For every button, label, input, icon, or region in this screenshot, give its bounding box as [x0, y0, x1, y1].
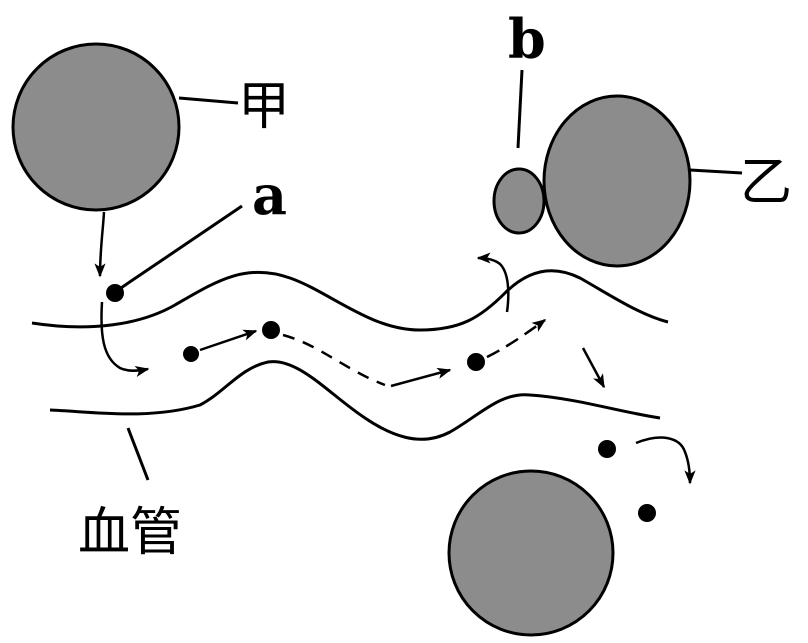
cell-yi: [542, 94, 692, 268]
molecule-a: [106, 284, 124, 302]
target-cell-bottom: [447, 469, 615, 637]
cell-jia-label: 甲: [238, 77, 290, 137]
point-a-label: a: [252, 163, 287, 227]
arrow-to-cell-yi: [476, 252, 510, 313]
cell-b: [492, 167, 546, 235]
arrow-exit-vessel: [581, 347, 606, 389]
molecule-2: [262, 321, 280, 339]
arrow-flow-1: [199, 329, 258, 352]
molecule-4: [598, 440, 616, 458]
point-b-label: b: [508, 7, 546, 71]
molecule-1: [183, 346, 199, 362]
vessel-leader-line: [126, 427, 150, 481]
cell-jia: [11, 42, 181, 212]
vessel-label: 血管: [78, 503, 182, 563]
cell-jia-leader-line: [178, 96, 239, 105]
arrow-flow-3: [486, 318, 547, 359]
arrow-a-into-vessel: [100, 301, 150, 377]
point-a-leader-line: [114, 204, 243, 294]
molecule-3: [467, 353, 485, 371]
arrow-to-target-cell: [635, 436, 696, 485]
vessel-upper-wall: [31, 269, 669, 332]
cell-yi-label: 乙: [740, 153, 792, 213]
point-b-leader-line: [516, 69, 524, 149]
arrow-flow-2: [390, 367, 452, 388]
molecule-5: [638, 504, 656, 522]
vessel-lower-wall: [49, 360, 661, 441]
cell-yi-leader-line: [689, 168, 743, 175]
arrow-flow-dashed: [282, 333, 386, 387]
arrow-jia-release: [94, 211, 106, 278]
